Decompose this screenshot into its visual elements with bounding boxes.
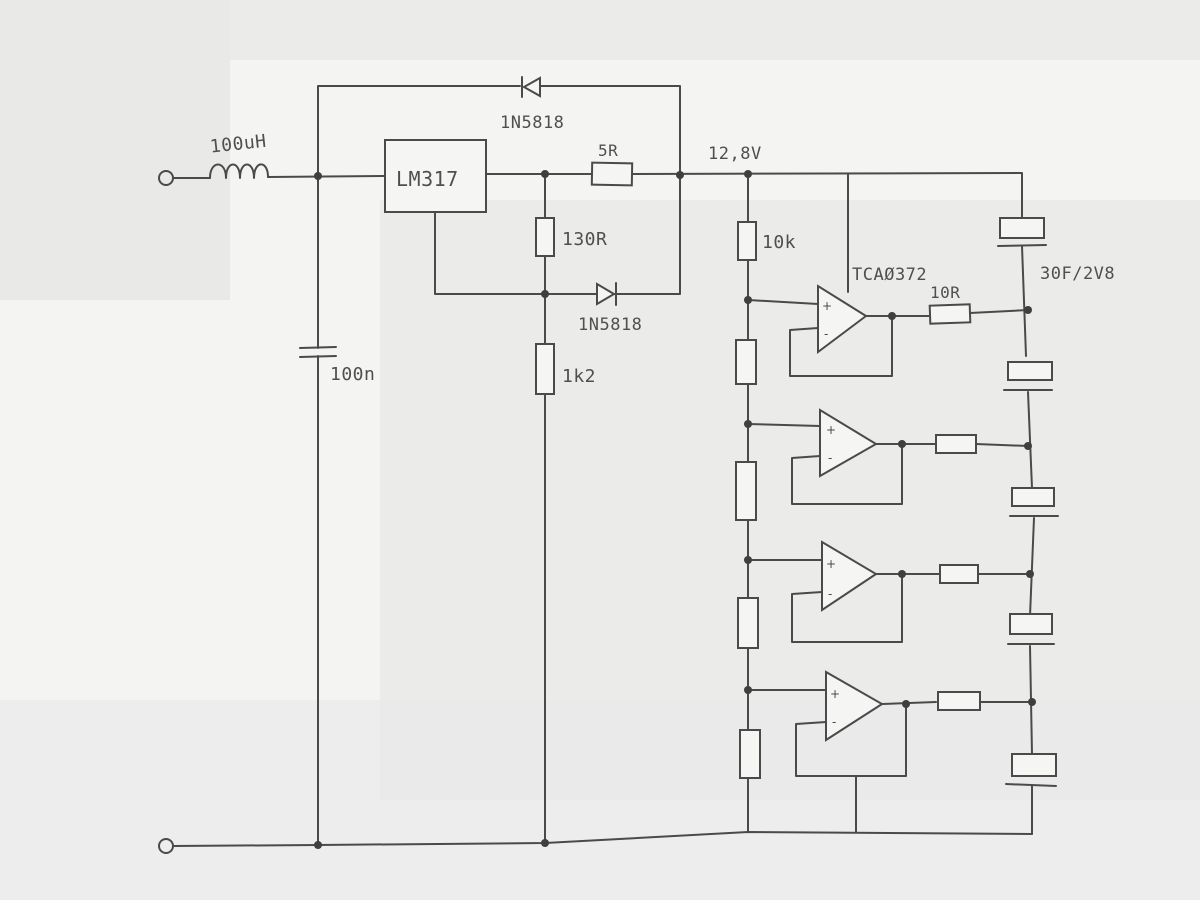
divider-resistor-4 xyxy=(737,597,759,649)
wire-oa1-in xyxy=(747,299,819,305)
wire-5r-out xyxy=(631,172,1023,219)
resistor-1k2 xyxy=(535,343,555,395)
label-10k: 10k xyxy=(762,232,796,253)
divider-resistor-5 xyxy=(739,729,761,779)
wire-cap-stack-3 xyxy=(1029,517,1035,617)
junction-dots xyxy=(314,170,1036,849)
wire-oa2-fb xyxy=(791,443,903,505)
divider-resistor-2 xyxy=(735,339,757,385)
supercap-3 xyxy=(1009,487,1059,517)
lm317-regulator xyxy=(384,139,487,213)
opamp-minus-pin: - xyxy=(824,327,828,341)
opamp-plus-pin: + xyxy=(830,687,840,701)
diode-top xyxy=(521,76,541,98)
label-diode-top: 1N5818 xyxy=(500,113,564,133)
supercap-5 xyxy=(1005,753,1057,787)
opamp-plus-pin: + xyxy=(822,299,832,313)
label-100n: 100n xyxy=(330,364,375,385)
resistor-10r xyxy=(928,303,972,325)
wire-after-inductor xyxy=(267,175,386,178)
label-1k2: 1k2 xyxy=(562,366,596,387)
diode-mid xyxy=(596,282,617,306)
output-resistor-4 xyxy=(937,691,981,711)
inductor-symbol xyxy=(209,163,269,179)
resistor-130r xyxy=(535,217,555,257)
wire-cap-stack-2 xyxy=(1027,391,1033,489)
wire-oa3-fb xyxy=(791,573,903,643)
label-supercap: 30F/2V8 xyxy=(1040,264,1115,284)
label-10r: 10R xyxy=(930,283,960,302)
opamp-minus-pin: - xyxy=(828,587,832,601)
supercap-2 xyxy=(1003,361,1053,391)
output-resistor-3 xyxy=(939,564,979,584)
wire-oa2-r xyxy=(975,443,1029,447)
input-terminal xyxy=(158,170,174,186)
label-130r: 130R xyxy=(562,229,607,250)
opamp-plus-pin: + xyxy=(826,557,836,571)
wire-oa4-fb xyxy=(795,703,907,777)
wire-oa2-in xyxy=(747,423,821,427)
label-voltage: 12,8V xyxy=(708,144,762,164)
label-diode-mid: 1N5818 xyxy=(578,315,642,335)
divider-resistor-3 xyxy=(735,461,757,521)
wires xyxy=(172,85,1035,847)
label-lm317: LM317 xyxy=(396,167,459,191)
wire-cap-stack-1 xyxy=(1021,245,1027,357)
wire-oa1-fb xyxy=(789,315,893,377)
wire-diode-mid-out xyxy=(613,174,681,295)
supercap-4 xyxy=(1007,613,1055,645)
opamp-minus-pin: - xyxy=(828,451,832,465)
ground-terminal xyxy=(158,838,174,854)
resistor-5r xyxy=(590,161,634,187)
resistor-10k xyxy=(737,221,757,261)
label-5r: 5R xyxy=(598,141,618,160)
wire-oa1-r xyxy=(969,309,1029,314)
wire-bypass-right xyxy=(539,85,681,176)
opamp-minus-pin: - xyxy=(832,715,836,729)
opamp-3: + - xyxy=(821,540,878,612)
wire-bypass-left xyxy=(317,85,521,177)
opamp-2: + - xyxy=(819,408,878,478)
opamp-plus-pin: + xyxy=(826,423,836,437)
output-resistor-2 xyxy=(935,434,977,454)
opamp-1: + - xyxy=(817,284,868,354)
supercap-1 xyxy=(997,217,1047,247)
label-opamp: TCAØ372 xyxy=(852,265,927,285)
capacitor-100n xyxy=(299,346,337,358)
opamp-4: + - xyxy=(825,670,884,742)
